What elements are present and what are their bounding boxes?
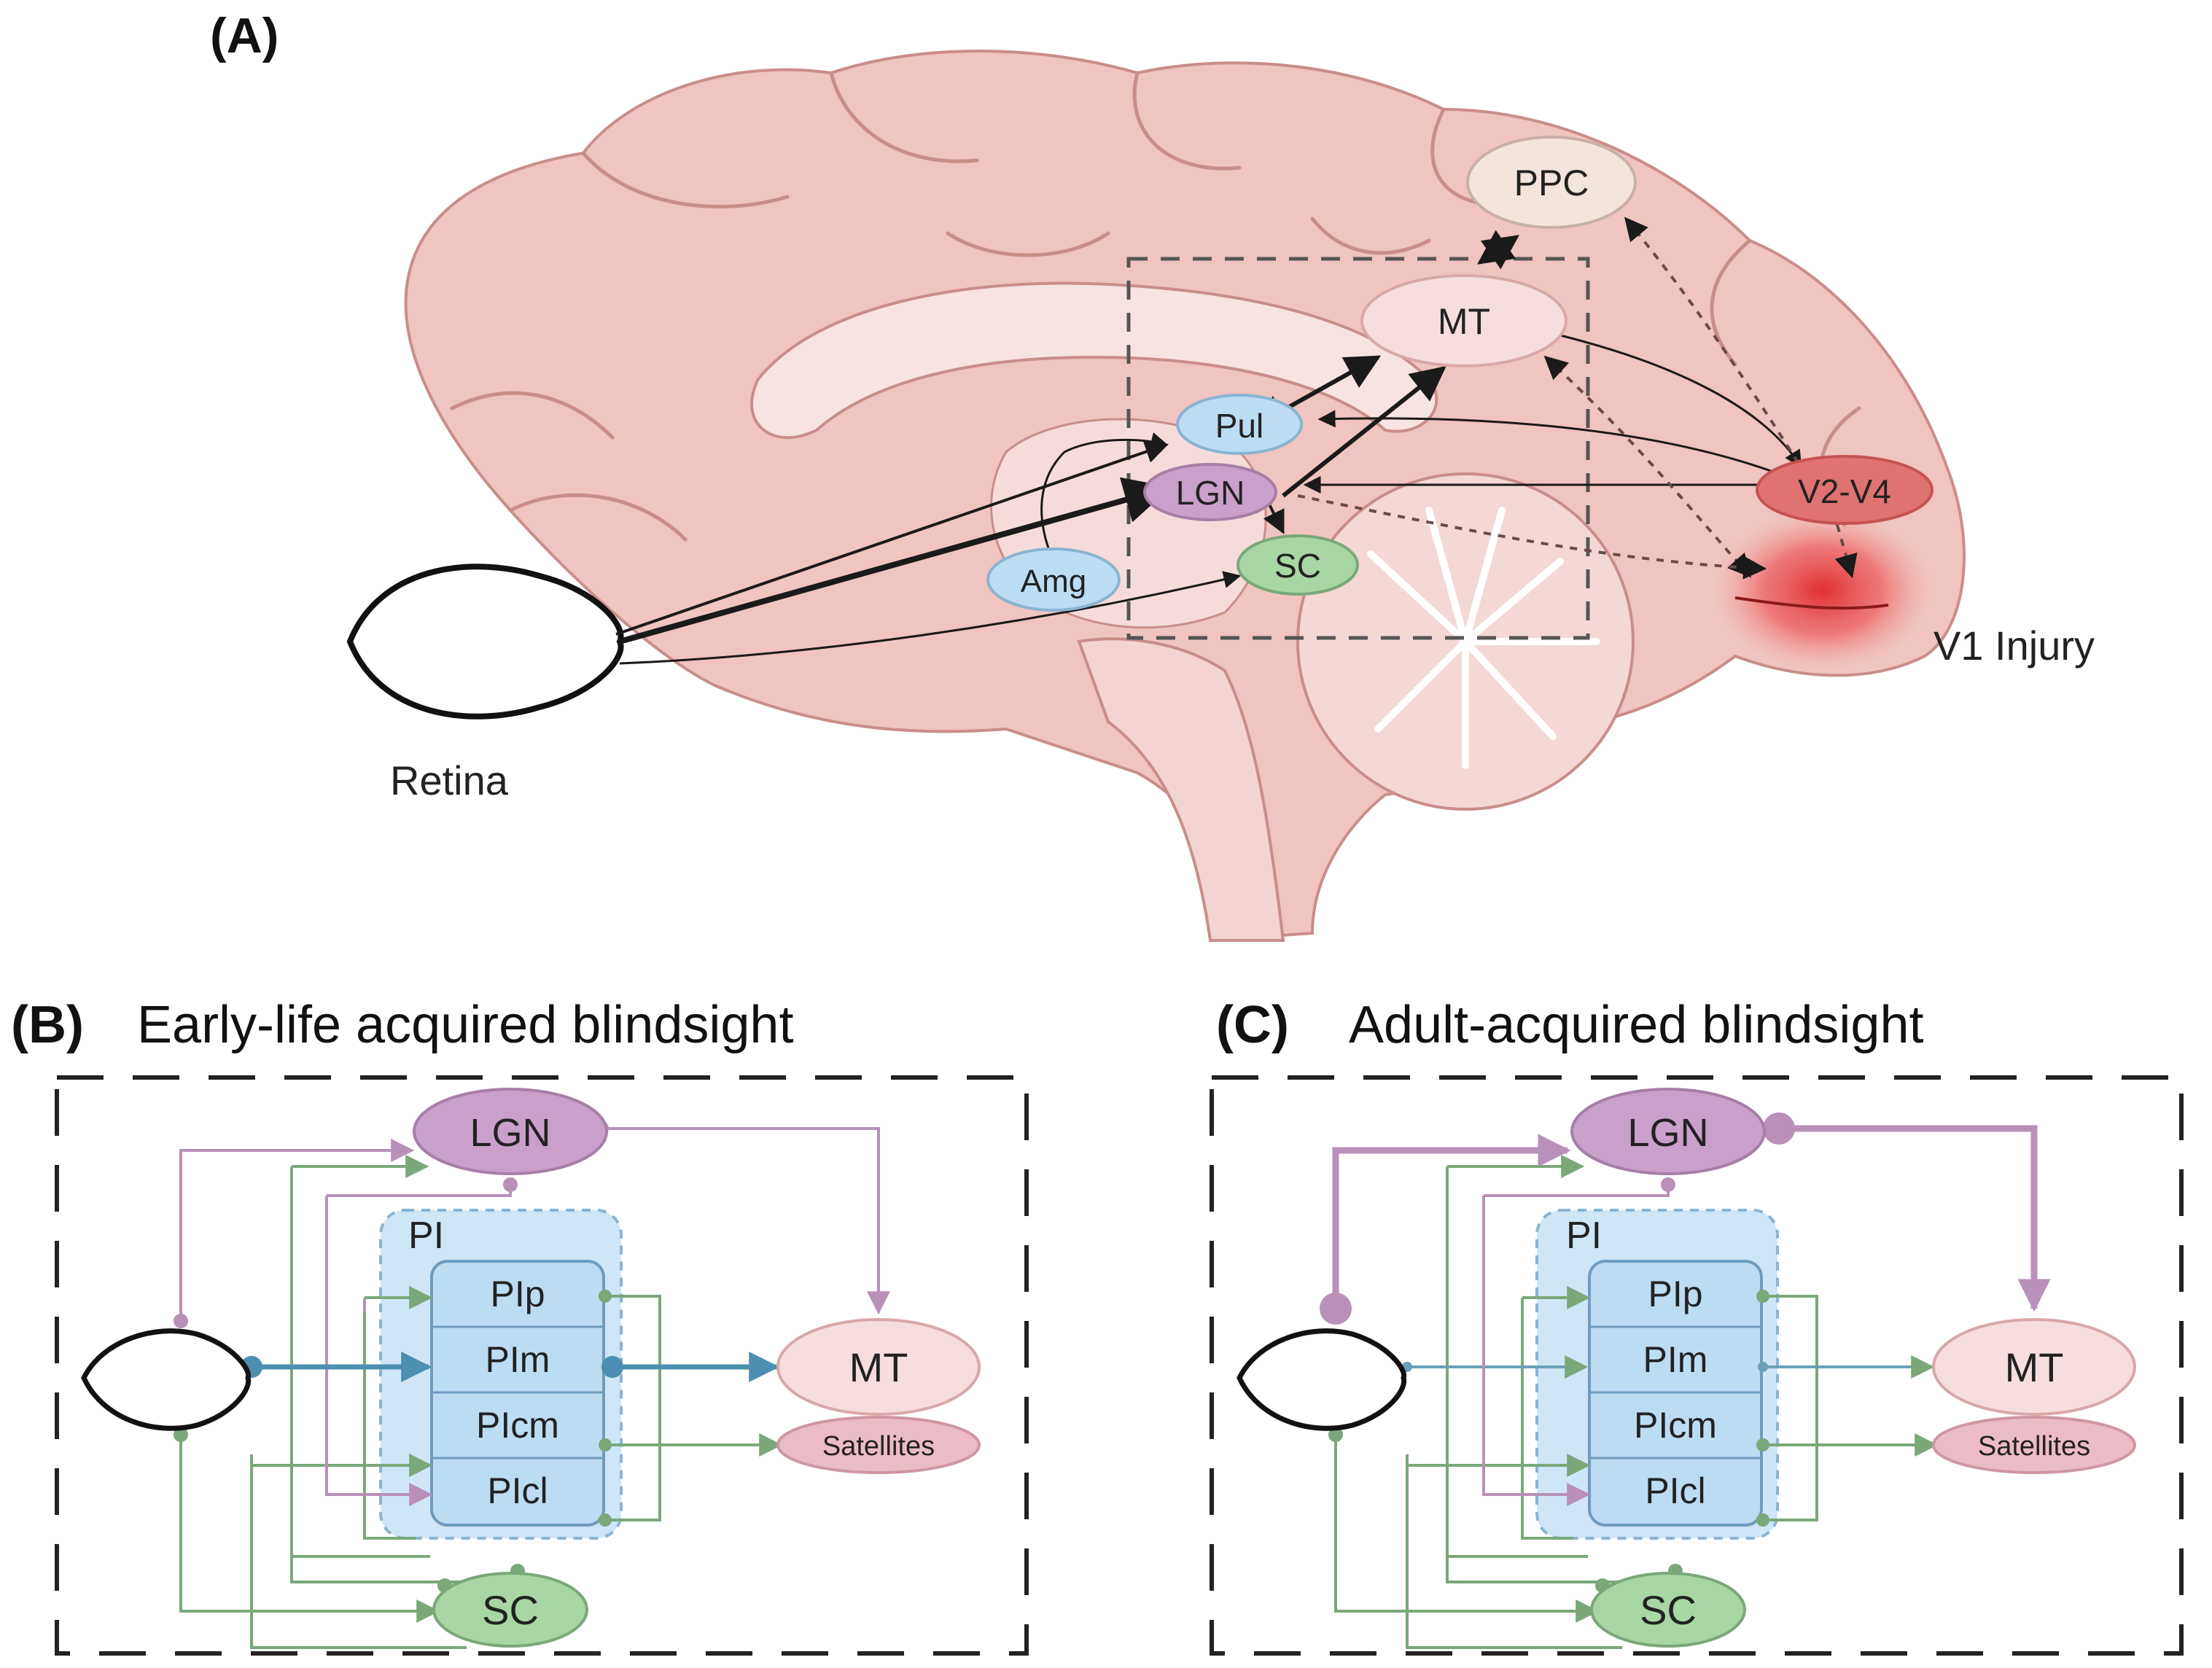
v2-v4-label: V2-V4 — [1798, 472, 1891, 510]
calcarine-sulcus — [1734, 596, 1889, 610]
panel-a: (A) — [210, 8, 2095, 942]
panel-c-pim: PIm — [1643, 1339, 1708, 1380]
sc-label: SC — [1274, 547, 1321, 585]
panel-c-frame — [1210, 1075, 2184, 1656]
panel-b-node-mt: MT — [776, 1318, 981, 1416]
panel-b-node-satellites: Satellites — [776, 1416, 981, 1474]
panel-c-letter: (C) — [1216, 996, 1289, 1054]
panel-b-node-sc: SC — [432, 1572, 588, 1648]
panel-a-letter: (A) — [210, 8, 279, 63]
panel-c-pi-label: PI — [1566, 1215, 1602, 1257]
panel-c-purple-paths — [1332, 1125, 2051, 1312]
brainstem — [1077, 637, 1285, 942]
dashed-pathways — [1297, 217, 1858, 580]
ppc-label: PPC — [1514, 163, 1589, 203]
panel-b-mt-label: MT — [849, 1344, 908, 1390]
panel-c-title: Adult-acquired blindsight — [1349, 996, 1923, 1054]
panel-b-title: Early-life acquired blindsight — [137, 996, 793, 1054]
panel-c-synapse-dots — [1320, 1112, 1795, 1593]
mt-label: MT — [1438, 301, 1490, 342]
panel-c-eye — [1237, 1328, 1407, 1431]
amg-label: Amg — [1021, 564, 1086, 599]
panel-b-pim: PIm — [486, 1339, 550, 1380]
panel-c-pip: PIp — [1648, 1274, 1702, 1314]
node-v2-v4: V2-V4 — [1756, 455, 1933, 525]
panel-c-node-sc: SC — [1590, 1572, 1746, 1648]
node-ppc: PPC — [1466, 136, 1637, 229]
retina-label: Retina — [390, 757, 509, 803]
panel-c-node-satellites: Satellites — [1932, 1416, 2136, 1474]
panel-c: (C) Adult-acquired blindsight PI PIp PIm… — [1210, 996, 2184, 1656]
panel-c-sc-label: SC — [1640, 1587, 1697, 1633]
panel-b-node-lgn: LGN — [413, 1088, 608, 1175]
panel-c-picm: PIcm — [1634, 1405, 1717, 1446]
panel-c-picl: PIcl — [1645, 1470, 1705, 1511]
panel-b-satellites-label: Satellites — [822, 1431, 935, 1462]
v1-injury-label: V1 Injury — [1933, 623, 2095, 669]
panel-c-green-paths — [1334, 1155, 1939, 1649]
panel-b: (B) Early-life acquired blindsight PI PI… — [11, 996, 1029, 1656]
panel-b-eye — [81, 1328, 252, 1431]
lgn-label: LGN — [1176, 474, 1245, 512]
node-lgn: LGN — [1143, 463, 1277, 521]
panel-c-mt-label: MT — [2005, 1344, 2064, 1390]
panel-b-letter: (B) — [11, 996, 84, 1054]
node-amg: Amg — [986, 547, 1121, 612]
v1-injury-region — [1713, 510, 1932, 671]
node-sc: SC — [1237, 534, 1359, 596]
panel-c-node-lgn: LGN — [1570, 1088, 1766, 1175]
panel-c-node-mt: MT — [1932, 1318, 2136, 1416]
panel-b-picm: PIcm — [476, 1405, 559, 1446]
panel-c-lgn-label: LGN — [1627, 1111, 1708, 1155]
panel-c-satellites-label: Satellites — [1978, 1431, 2090, 1462]
panel-b-pip: PIp — [490, 1274, 545, 1314]
panel-b-sc-label: SC — [482, 1587, 539, 1633]
corpus-callosum — [750, 281, 1438, 440]
panel-b-picl: PIcl — [487, 1470, 548, 1511]
panel-b-frame — [55, 1075, 1029, 1656]
pul-label: Pul — [1215, 407, 1263, 445]
retina-eye — [346, 564, 624, 720]
node-pul: Pul — [1176, 394, 1303, 455]
panel-b-pi-label: PI — [408, 1215, 444, 1257]
node-mt: MT — [1360, 274, 1568, 367]
panel-b-lgn-label: LGN — [470, 1111, 550, 1155]
